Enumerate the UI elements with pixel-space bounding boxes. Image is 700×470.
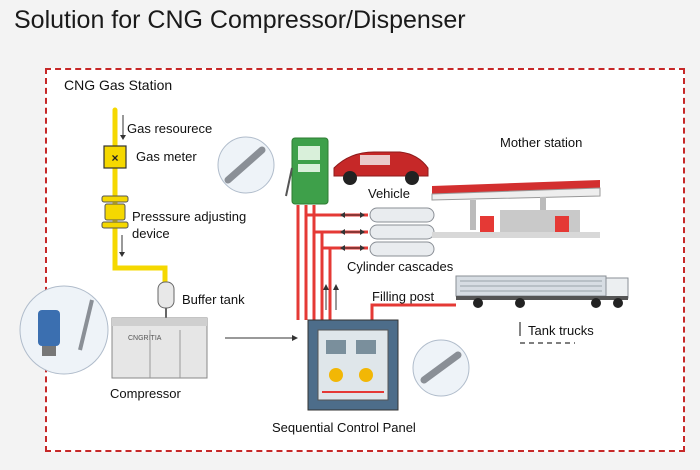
compressor-icon: CNGRITIA <box>111 317 208 379</box>
gas-station-icon <box>431 180 601 238</box>
tank-trucks-label: Tank trucks <box>528 323 594 338</box>
tank-trucks-bracket <box>519 322 575 344</box>
pressure-adjusting-icon <box>101 195 129 229</box>
cylinder-cascades-label: Cylinder cascades <box>347 259 454 274</box>
pressure-sensor-icon <box>217 136 275 194</box>
gas-supply-line <box>112 107 168 285</box>
buffer-tank-label: Buffer tank <box>182 292 245 307</box>
cylinder-icon <box>369 207 435 257</box>
vehicle-label: Vehicle <box>368 186 410 201</box>
page-title: Solution for CNG Compressor/Dispenser <box>14 6 466 34</box>
gas-source-label: Gas resourece <box>127 121 213 136</box>
flow-arrows <box>323 212 365 310</box>
control-panel-icon <box>307 319 399 411</box>
pressure-adjusting-label-2: device <box>132 226 170 241</box>
gas-meter-label: Gas meter <box>136 149 197 164</box>
car-icon <box>333 151 429 185</box>
compressor-label: Compressor <box>110 386 181 401</box>
pressure-sensor-icon <box>412 339 470 397</box>
dispenser-icon <box>285 137 329 205</box>
tank-truck-icon <box>455 275 629 308</box>
buffer-tank-icon <box>157 281 175 318</box>
gas-meter-icon: × <box>103 145 127 169</box>
svg-text:×: × <box>111 151 118 165</box>
station-label: CNG Gas Station <box>64 77 173 93</box>
svg-text:CNGRITIA: CNGRITIA <box>128 335 162 342</box>
mother-station-label: Mother station <box>500 135 583 150</box>
pressure-adjusting-label: Presssure adjusting <box>132 209 247 224</box>
filling-post-label: Filling post <box>372 289 435 304</box>
control-panel-label: Sequential Control Panel <box>272 420 416 435</box>
pressure-sensor-icon <box>19 285 109 375</box>
